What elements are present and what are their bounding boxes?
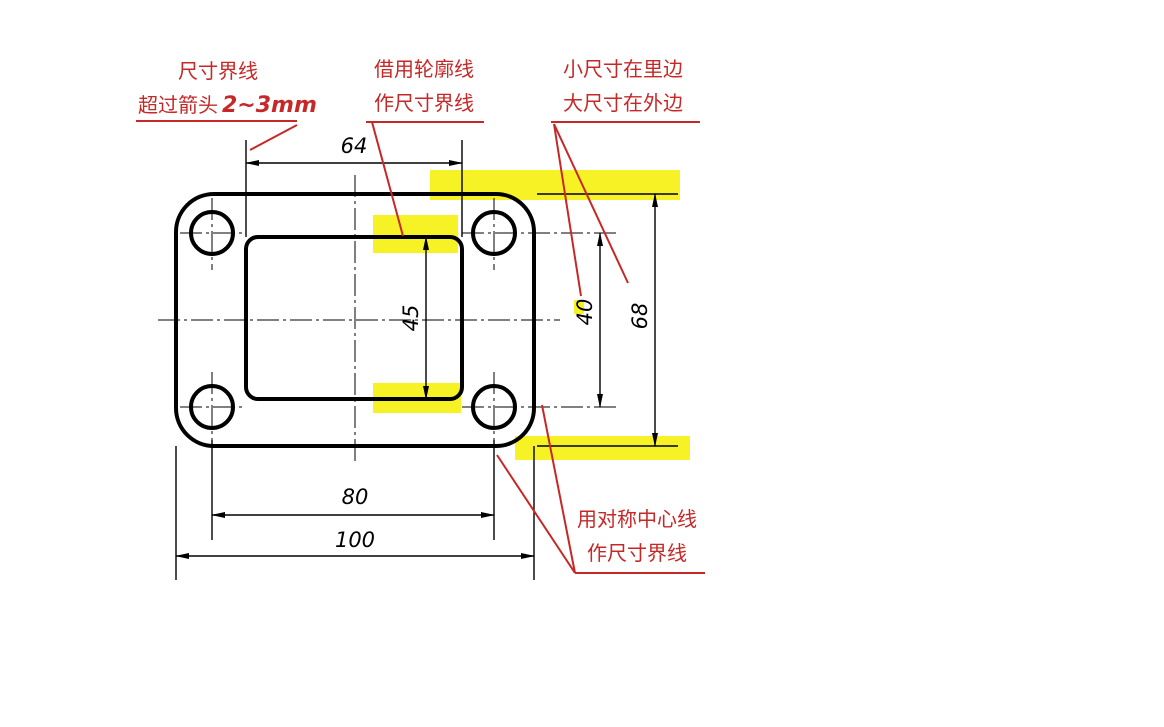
highlight-inner-top [373,215,458,253]
annotation-extension-line-value: 2~3mm [222,93,317,118]
annotation-outline-2: 作尺寸界线 [374,91,474,115]
center-lines [158,175,620,465]
dim-100: 100 [335,528,375,552]
dim-68: 68 [628,303,652,330]
highlight-bottom [515,436,690,460]
annotation-small-inside-1: 小尺寸在里边 [563,57,683,81]
annotation-extension-line-1: 尺寸界线 [178,59,258,83]
annotation-centerline-2: 作尺寸界线 [587,541,687,565]
dim-45: 45 [399,305,423,332]
dim-40: 40 [573,299,597,326]
annotation-small-inside-2: 大尺寸在外边 [563,91,683,115]
annotation-extension-line-2: 超过箭头 [138,93,218,117]
inner-window [244,235,464,401]
highlight-40 [574,300,584,314]
dimension-lines [175,160,658,559]
annotation-outline: 借用轮廓线 作尺寸界线 [366,57,484,237]
annotation-small-inside: 小尺寸在里边 大尺寸在外边 [551,57,700,297]
dimension-values: 64 45 40 68 80 100 [335,134,652,552]
annotation-centerline-1: 用对称中心线 [577,507,697,531]
dim-80: 80 [342,485,369,509]
annotation-extension-line: 尺寸界线 超过箭头 2~3mm [136,59,317,151]
annotation-centerline: 用对称中心线 作尺寸界线 [496,404,705,574]
annotation-outline-1: 借用轮廓线 [374,57,474,81]
highlights [373,170,690,460]
dim-64: 64 [341,134,368,158]
